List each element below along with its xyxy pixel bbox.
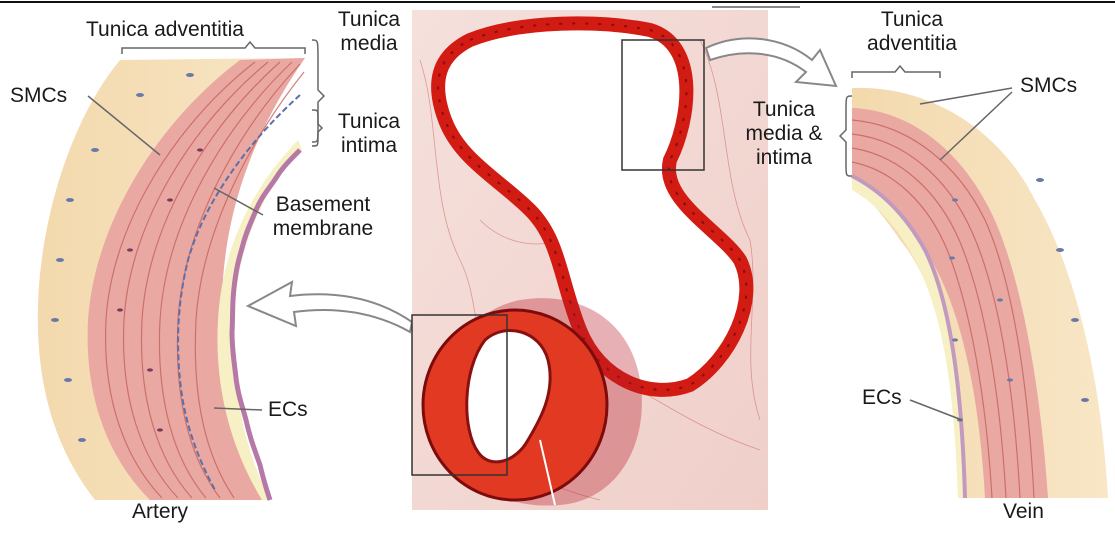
artery-label-ecs: ECs xyxy=(268,398,308,422)
vein-label-smcs: SMCs xyxy=(1020,74,1077,98)
artery-label-tunica-media: Tunica media xyxy=(328,8,410,56)
artery-label-basement-membrane: Basement membrane xyxy=(262,193,384,241)
artery-wall-illustration xyxy=(38,58,305,500)
vein-label-ecs: ECs xyxy=(862,386,902,410)
artery-label-tunica-intima: Tunica intima xyxy=(328,110,410,158)
arrow-to-artery xyxy=(248,282,412,332)
vein-smcs-leader-1 xyxy=(920,88,1012,104)
vein-label-tunica-adventitia: Tunica adventitia xyxy=(852,8,972,56)
vein-label-tunica-media-intima: Tunica media & intima xyxy=(730,98,838,170)
vein-title: Vein xyxy=(1003,500,1044,524)
artery-adventitia-bracket xyxy=(122,42,305,54)
vein-adventitia-bracket xyxy=(852,66,940,78)
artery-label-tunica-intima-line2: intima xyxy=(328,134,410,158)
vein-wall-illustration xyxy=(852,88,1108,498)
artery-label-tunica-adventitia: Tunica adventitia xyxy=(86,18,244,42)
vein-label-media-intima-line1: Tunica xyxy=(730,98,838,122)
artery-media-bracket xyxy=(312,40,324,142)
artery-label-basement-line2: membrane xyxy=(262,217,384,241)
vein-label-media-intima-line2: media & xyxy=(730,122,838,146)
artery-label-tunica-media-line2: media xyxy=(328,32,410,56)
artery-label-tunica-intima-line1: Tunica xyxy=(328,110,410,134)
histology-section xyxy=(412,10,768,510)
artery-label-tunica-media-line1: Tunica xyxy=(328,8,410,32)
artery-label-basement-line1: Basement xyxy=(262,193,384,217)
artery-title: Artery xyxy=(132,500,188,524)
vein-media-intima-bracket xyxy=(840,96,852,176)
vein-label-tunica-adventitia-line2: adventitia xyxy=(852,32,972,56)
vein-label-tunica-adventitia-line1: Tunica xyxy=(852,8,972,32)
vein-label-media-intima-line3: intima xyxy=(730,146,838,170)
artery-label-smcs: SMCs xyxy=(10,84,67,108)
